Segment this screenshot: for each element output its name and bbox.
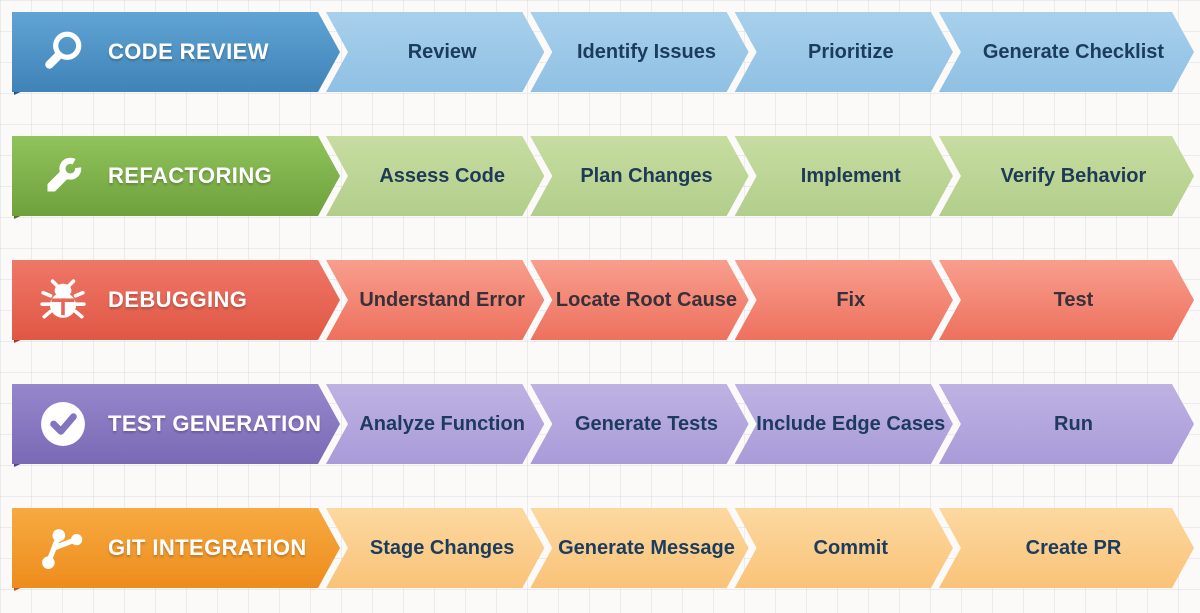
workflow-row-code-review: CODE REVIEW Review Identify Issues Prior… [12,12,1194,95]
git-branch-icon [40,525,86,571]
workflow-step: Generate Checklist [939,12,1194,92]
workflow-step: Fix [735,260,953,340]
workflow-title: CODE REVIEW [108,39,269,64]
workflow-step: Assess Code [326,136,544,216]
workflow-step: Run [939,384,1194,464]
workflow-title: DEBUGGING [108,287,248,312]
magnifier-icon [40,29,86,75]
workflow-header-refactoring: REFACTORING [12,136,340,216]
workflow-step: Prioritize [735,12,953,92]
wrench-icon [40,153,86,199]
workflow-step: Review [326,12,544,92]
workflow-row-refactoring: REFACTORING Assess Code Plan Changes Imp… [12,136,1194,219]
workflow-step: Plan Changes [530,136,748,216]
workflow-step: Include Edge Cases [735,384,953,464]
workflow-step: Stage Changes [326,508,544,588]
workflow-header-code-review: CODE REVIEW [12,12,340,92]
bug-icon [40,277,86,323]
workflow-diagram: CODE REVIEW Review Identify Issues Prior… [0,0,1200,591]
workflow-title: REFACTORING [108,163,273,188]
workflow-title: GIT INTEGRATION [108,535,307,560]
workflow-step: Verify Behavior [939,136,1194,216]
check-circle-icon [40,401,86,447]
workflow-title: TEST GENERATION [108,411,322,436]
workflow-header-git-integration: GIT INTEGRATION [12,508,340,588]
workflow-step: Understand Error [326,260,544,340]
workflow-step: Locate Root Cause [530,260,748,340]
workflow-step: Create PR [939,508,1194,588]
workflow-step: Commit [735,508,953,588]
workflow-step: Analyze Function [326,384,544,464]
workflow-step: Implement [735,136,953,216]
workflow-header-test-generation: TEST GENERATION [12,384,340,464]
workflow-step: Test [939,260,1194,340]
workflow-header-debugging: DEBUGGING [12,260,340,340]
workflow-row-git-integration: GIT INTEGRATION Stage Changes Generate M… [12,508,1194,591]
workflow-step: Generate Message [530,508,748,588]
workflow-row-test-generation: TEST GENERATION Analyze Function Generat… [12,384,1194,467]
workflow-step: Generate Tests [530,384,748,464]
workflow-row-debugging: DEBUGGING Understand Error Locate Root C… [12,260,1194,343]
workflow-step: Identify Issues [530,12,748,92]
